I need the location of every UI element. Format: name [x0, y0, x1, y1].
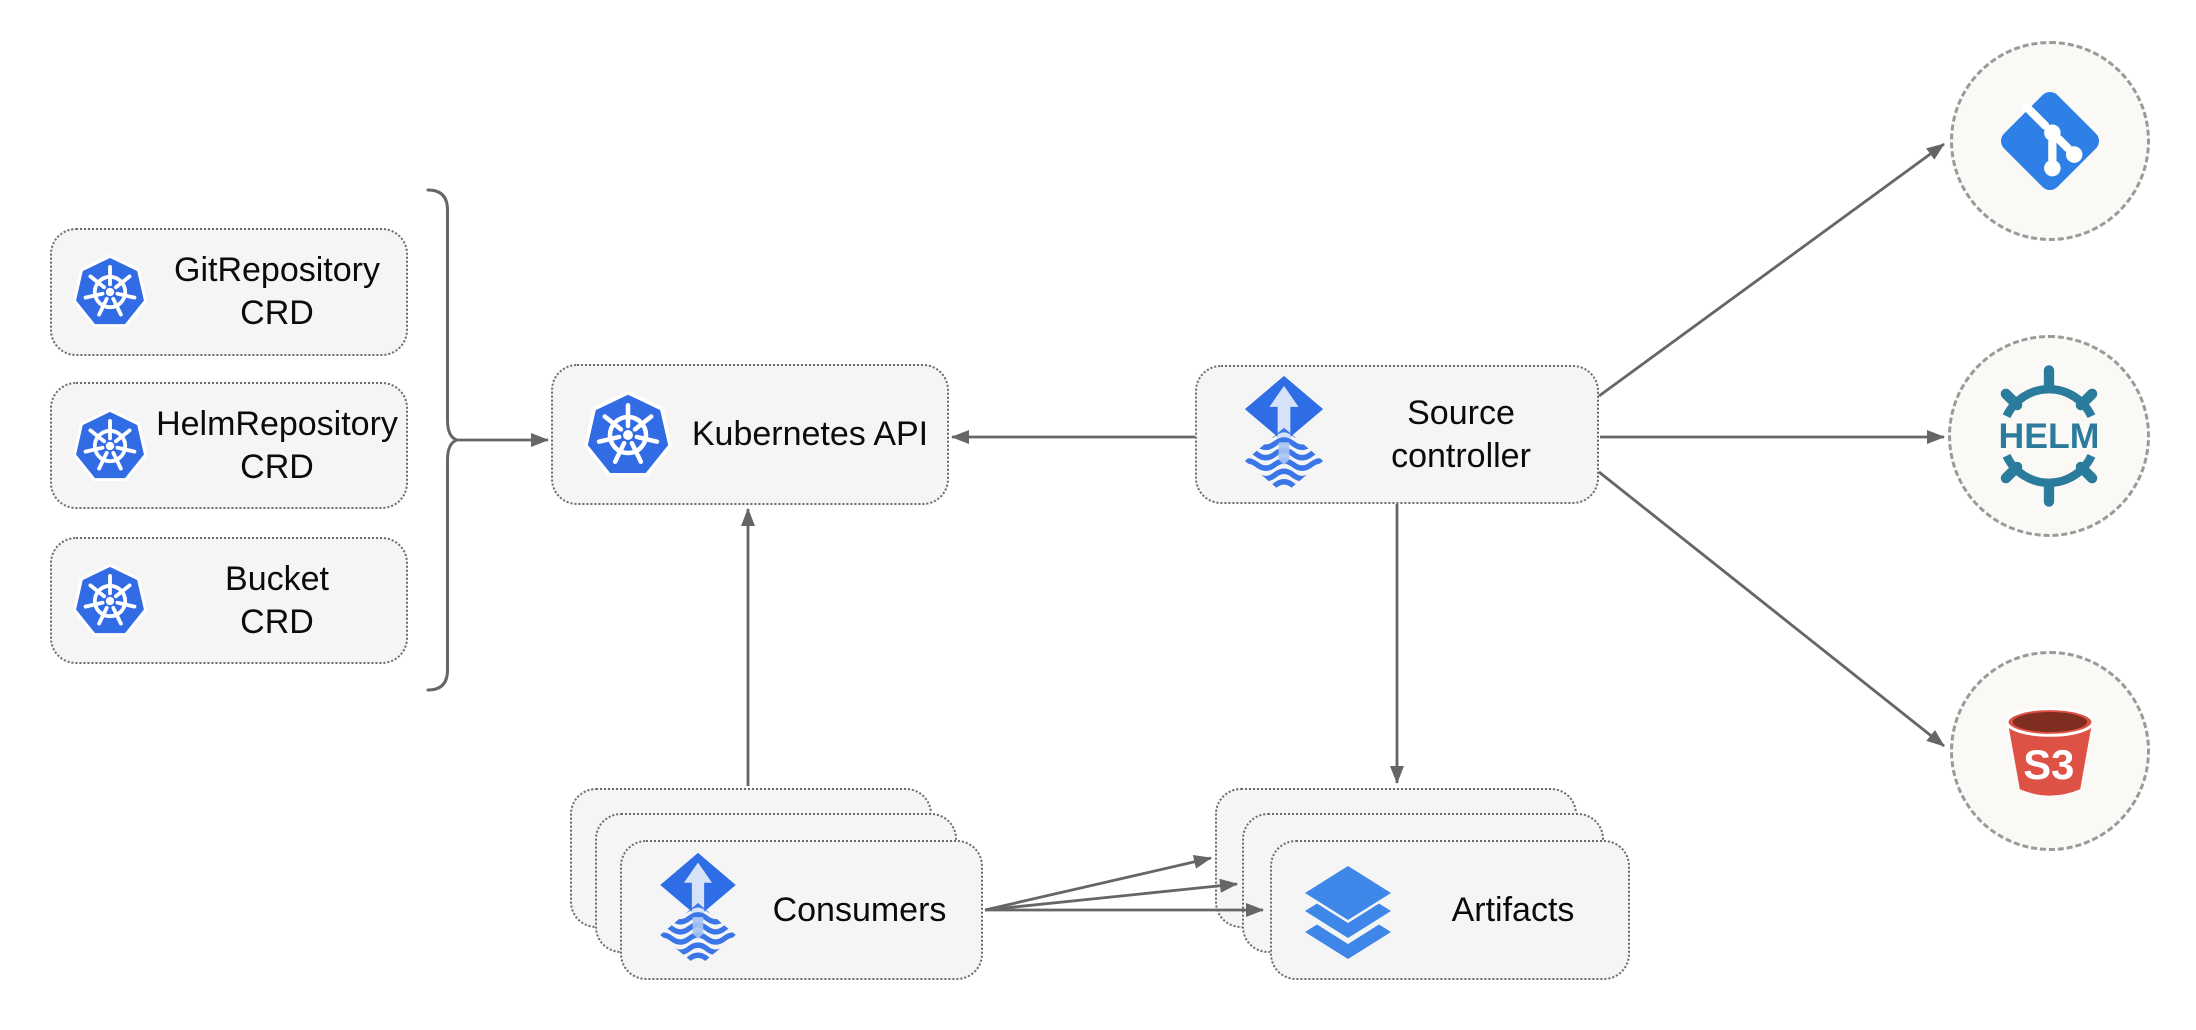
- node-artifacts: Artifacts: [1270, 840, 1630, 980]
- kubernetes-icon: [72, 254, 148, 330]
- node-label: Artifacts: [1451, 890, 1575, 929]
- external-s3: S3: [1950, 651, 2150, 851]
- s3-wordmark: S3: [2023, 741, 2074, 788]
- node-label: Bucket CRD: [225, 559, 329, 641]
- node-label: HelmRepository CRD: [156, 404, 398, 486]
- node-label: GitRepository CRD: [174, 251, 380, 332]
- node-helmrepository-crd: HelmRepository CRD: [50, 382, 408, 509]
- kubernetes-icon: [72, 408, 148, 484]
- crd-group-bracket: [426, 188, 462, 692]
- node-source-controller: Source controller: [1195, 365, 1599, 504]
- node-label: Source controller: [1391, 393, 1531, 475]
- edge-consumers-to-artifacts-back: [984, 854, 1212, 912]
- helm-wordmark: HELM: [1999, 416, 2100, 456]
- node-consumers: Consumers: [620, 840, 983, 980]
- edge-source-to-git: [1598, 142, 1945, 398]
- kubernetes-icon: [72, 563, 148, 639]
- flux-icon: [658, 852, 738, 968]
- flux-icon: [1243, 375, 1325, 495]
- node-gitrepository-crd: GitRepository CRD: [50, 228, 408, 356]
- s3-icon: S3: [1992, 693, 2108, 809]
- node-kubernetes-api: Kubernetes API: [551, 364, 949, 505]
- external-helm: HELM: [1948, 335, 2150, 537]
- edge-consumers-to-artifacts-mid: [984, 878, 1238, 912]
- node-label: Kubernetes API: [691, 415, 929, 454]
- kubernetes-icon: [583, 390, 673, 480]
- node-bucket-crd: Bucket CRD: [50, 537, 408, 664]
- git-icon: [1991, 82, 2109, 200]
- external-git: [1950, 41, 2150, 241]
- layers-icon: [1298, 860, 1398, 960]
- edge-source-to-s3: [1598, 470, 1945, 748]
- helm-icon: HELM: [1999, 361, 2100, 511]
- node-label: Consumers: [772, 890, 947, 929]
